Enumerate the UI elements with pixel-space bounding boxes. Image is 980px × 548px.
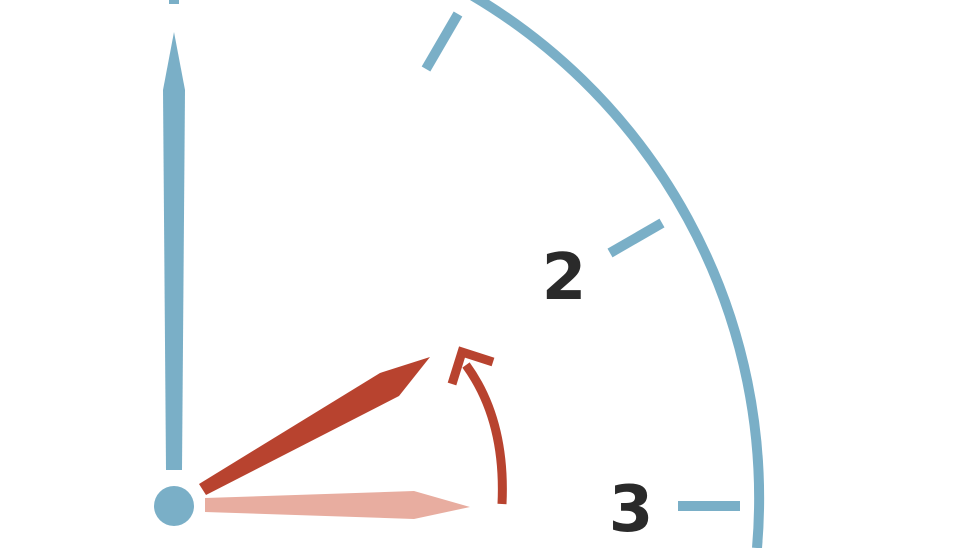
numeral-3: 3 [609, 473, 654, 547]
minute-hand [163, 32, 185, 470]
tick-1 [421, 11, 463, 72]
rotation-arrow-head [447, 346, 495, 386]
hour-hand-new-position [199, 357, 430, 495]
clock-rim [469, 0, 765, 548]
hour-hand-old-position [205, 491, 470, 519]
rotation-arrow-shaft [462, 362, 507, 505]
tick-2 [607, 218, 665, 258]
numeral-2: 2 [542, 241, 587, 315]
clock-center-hub [154, 486, 194, 526]
